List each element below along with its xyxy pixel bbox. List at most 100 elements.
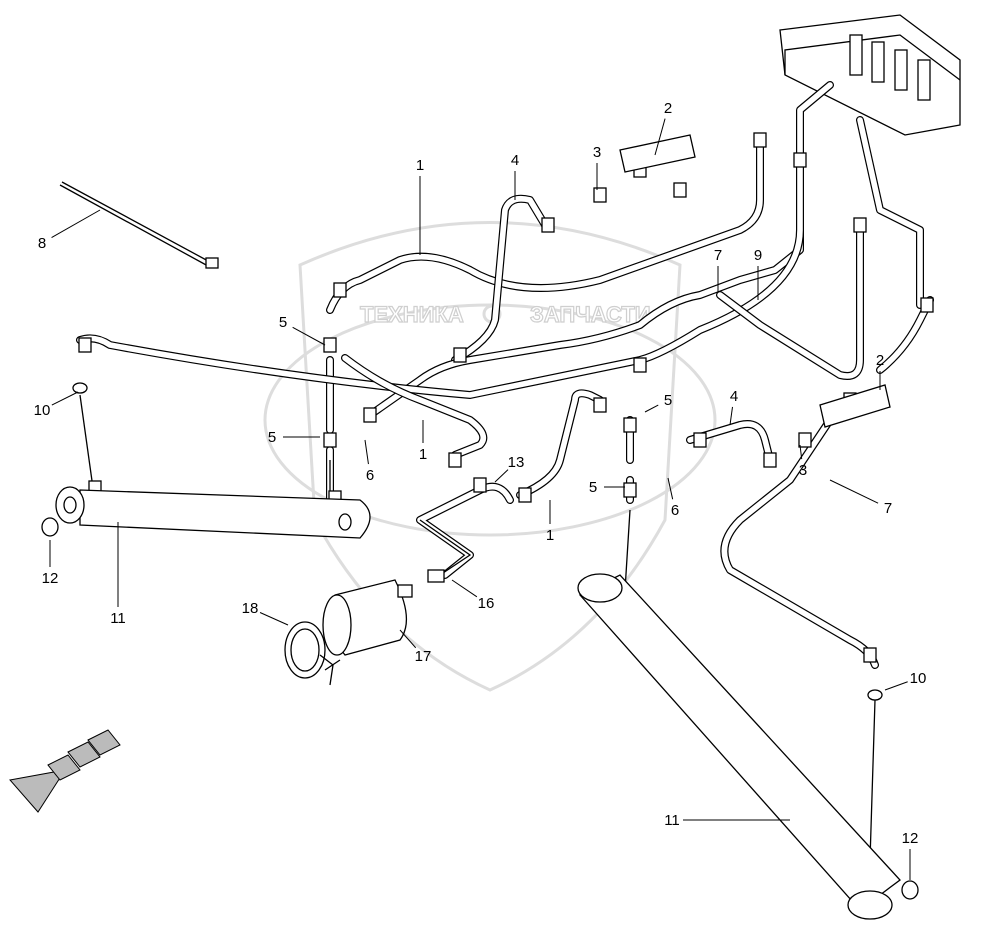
- leader-line: [799, 444, 803, 460]
- fitting: [763, 452, 777, 468]
- fitting: [323, 432, 337, 448]
- hose-line-2: [452, 195, 548, 363]
- callout-number: 6: [671, 502, 679, 519]
- hose-line-1: [327, 137, 763, 313]
- callout-10: 10: [884, 670, 926, 691]
- hose-line-11: [877, 297, 933, 373]
- callout-number: 13: [508, 454, 525, 471]
- connection-line: [869, 699, 876, 861]
- callout-number: 18: [242, 600, 259, 617]
- leader-line: [399, 629, 417, 649]
- connection-line: [624, 509, 631, 591]
- callout-5: 5: [589, 479, 625, 496]
- callout-11: 11: [664, 812, 790, 829]
- callout-number: 17: [415, 648, 432, 665]
- callout-number: 1: [546, 527, 554, 544]
- fitting: [673, 182, 687, 198]
- callout-13: 13: [494, 454, 525, 483]
- leader-line: [644, 404, 659, 413]
- callout-17: 17: [399, 629, 432, 665]
- callout-16: 16: [451, 579, 495, 612]
- fitting: [453, 347, 467, 363]
- callout-8: 8: [38, 209, 101, 252]
- hose-line-10: [687, 421, 773, 463]
- fitting: [333, 282, 347, 298]
- callout-1: 1: [546, 500, 554, 544]
- callout-number: 5: [268, 429, 276, 446]
- callout-number: 7: [884, 500, 892, 517]
- fitting: [363, 407, 377, 423]
- fitting: [798, 432, 812, 448]
- callout-number: 5: [589, 479, 597, 496]
- callout-number: 6: [366, 467, 374, 484]
- callout-number: 3: [593, 144, 601, 161]
- callout-18: 18: [242, 600, 289, 626]
- callout-number: 1: [416, 157, 424, 174]
- accumulator: [322, 569, 445, 656]
- fitting: [473, 477, 487, 493]
- fitting: [920, 297, 934, 313]
- fitting: [853, 217, 867, 233]
- leader-line: [451, 579, 478, 598]
- callout-number: 8: [38, 235, 46, 252]
- callout-1: 1: [419, 420, 427, 463]
- callout-number: 16: [478, 595, 495, 612]
- callout-9: 9: [754, 247, 762, 300]
- callout-number: 5: [279, 314, 287, 331]
- leader-line: [829, 479, 879, 504]
- leader-line: [729, 406, 733, 426]
- fitting: [693, 432, 707, 448]
- fitting: [593, 187, 607, 203]
- fitting: [623, 482, 637, 498]
- hose-line-12: [720, 416, 879, 669]
- fitting: [541, 217, 555, 233]
- fitting: [633, 357, 647, 373]
- callout-2: 2: [654, 100, 672, 156]
- leader-line: [51, 391, 79, 406]
- watermark-text-1: ТЕХНИКА: [360, 302, 464, 327]
- callout-12: 12: [902, 830, 918, 880]
- callout-3: 3: [593, 144, 601, 190]
- watermark: ТЕХНИКА ЗАПЧАСТИ: [263, 221, 717, 692]
- hose-line-8: [517, 390, 603, 498]
- fitting: [593, 397, 607, 413]
- fitting: [793, 152, 807, 168]
- callout-number: 3: [799, 462, 807, 479]
- hose-line-6: [717, 227, 863, 379]
- callout-number: 10: [34, 402, 51, 419]
- hose-line-3: [367, 157, 803, 418]
- clamp: [284, 621, 341, 686]
- callout-5: 5: [268, 429, 320, 446]
- cable-tie: [59, 181, 219, 269]
- callout-5: 5: [644, 392, 672, 413]
- callout-number: 7: [714, 247, 722, 264]
- leader-line: [667, 477, 674, 500]
- connection-line: [419, 519, 472, 576]
- fitting: [448, 452, 462, 468]
- callout-number: 1: [419, 446, 427, 463]
- cylinder-left: [55, 486, 371, 539]
- callout-number: 2: [664, 100, 672, 117]
- hose-line-7: [342, 355, 487, 458]
- callout-4: 4: [511, 152, 519, 200]
- hydraulic-lines: [76, 81, 934, 873]
- pressure-filter: [619, 134, 696, 173]
- callout-number: 12: [42, 570, 59, 587]
- watermark-text-2: ЗАПЧАСТИ: [530, 302, 651, 327]
- fitting: [623, 417, 637, 433]
- connection-line: [79, 394, 94, 489]
- callout-number: 9: [754, 247, 762, 264]
- callout-11: 11: [110, 522, 126, 627]
- callout-1: 1: [416, 157, 424, 255]
- callout-7: 7: [829, 479, 892, 517]
- callout-number: 11: [664, 812, 680, 829]
- callout-6: 6: [364, 439, 374, 484]
- leader-line: [292, 326, 326, 346]
- hose-line-5: [77, 82, 833, 398]
- fitting: [753, 132, 767, 148]
- pressure-filter: [819, 384, 891, 428]
- callout-number: 2: [876, 352, 884, 369]
